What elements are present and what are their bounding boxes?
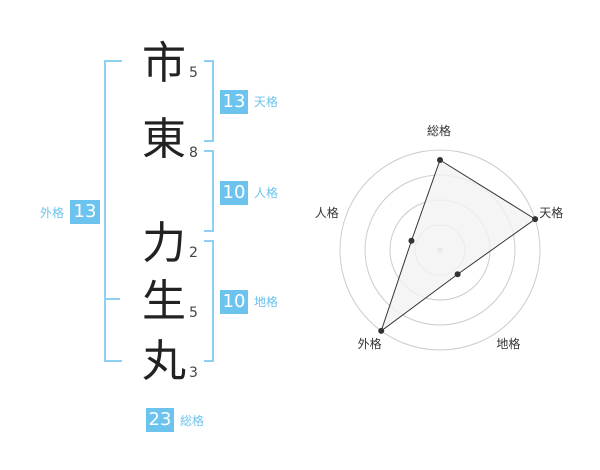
jinkaku-bracket [204,150,214,232]
jinkaku-value: 10 [220,181,248,205]
stroke-count-3: 2 [189,245,198,261]
radar-axis-label-5: 人格 [314,205,339,220]
radar-grid-ring [339,149,541,351]
name-char-4: 生 [142,276,186,327]
gaikaku-label: 外格 [40,206,65,220]
stroke-count-2: 8 [189,145,198,161]
gaikaku-bracket-tick [104,298,120,300]
radar-axis-label-2: 天格 [539,205,564,220]
name-char-2: 東 [142,114,186,165]
stroke-count-5: 3 [189,365,198,381]
soukaku-value: 23 [146,408,174,432]
radar-point-4 [378,327,385,334]
radar-axis-label-3: 地格 [496,337,521,352]
name-char-5: 丸 [142,336,186,387]
radar-polygon [380,159,537,333]
stroke-count-1: 5 [189,65,198,81]
tenkaku-value: 13 [220,90,248,114]
chikaku-label: 地格 [254,295,279,309]
soukaku-label: 総格 [180,414,205,428]
chikaku-bracket [204,240,214,362]
radar-point-1 [437,157,443,163]
gaikaku-value: 13 [70,200,100,224]
jinkaku-label: 人格 [254,186,279,200]
name-char-3: 力 [142,218,186,269]
gaikaku-bracket [104,60,122,362]
radar-point-2 [532,216,539,223]
name-char-1: 市 [142,38,186,89]
stroke-count-4: 5 [189,305,198,321]
chikaku-value: 10 [220,290,248,314]
tenkaku-bracket [204,60,214,142]
radar-axis-label-4: 外格 [357,337,382,352]
tenkaku-label: 天格 [254,95,279,109]
radar-point-5 [408,237,415,244]
radar-point-3 [454,271,461,278]
radar-axis-label-1: 総格 [427,124,452,138]
